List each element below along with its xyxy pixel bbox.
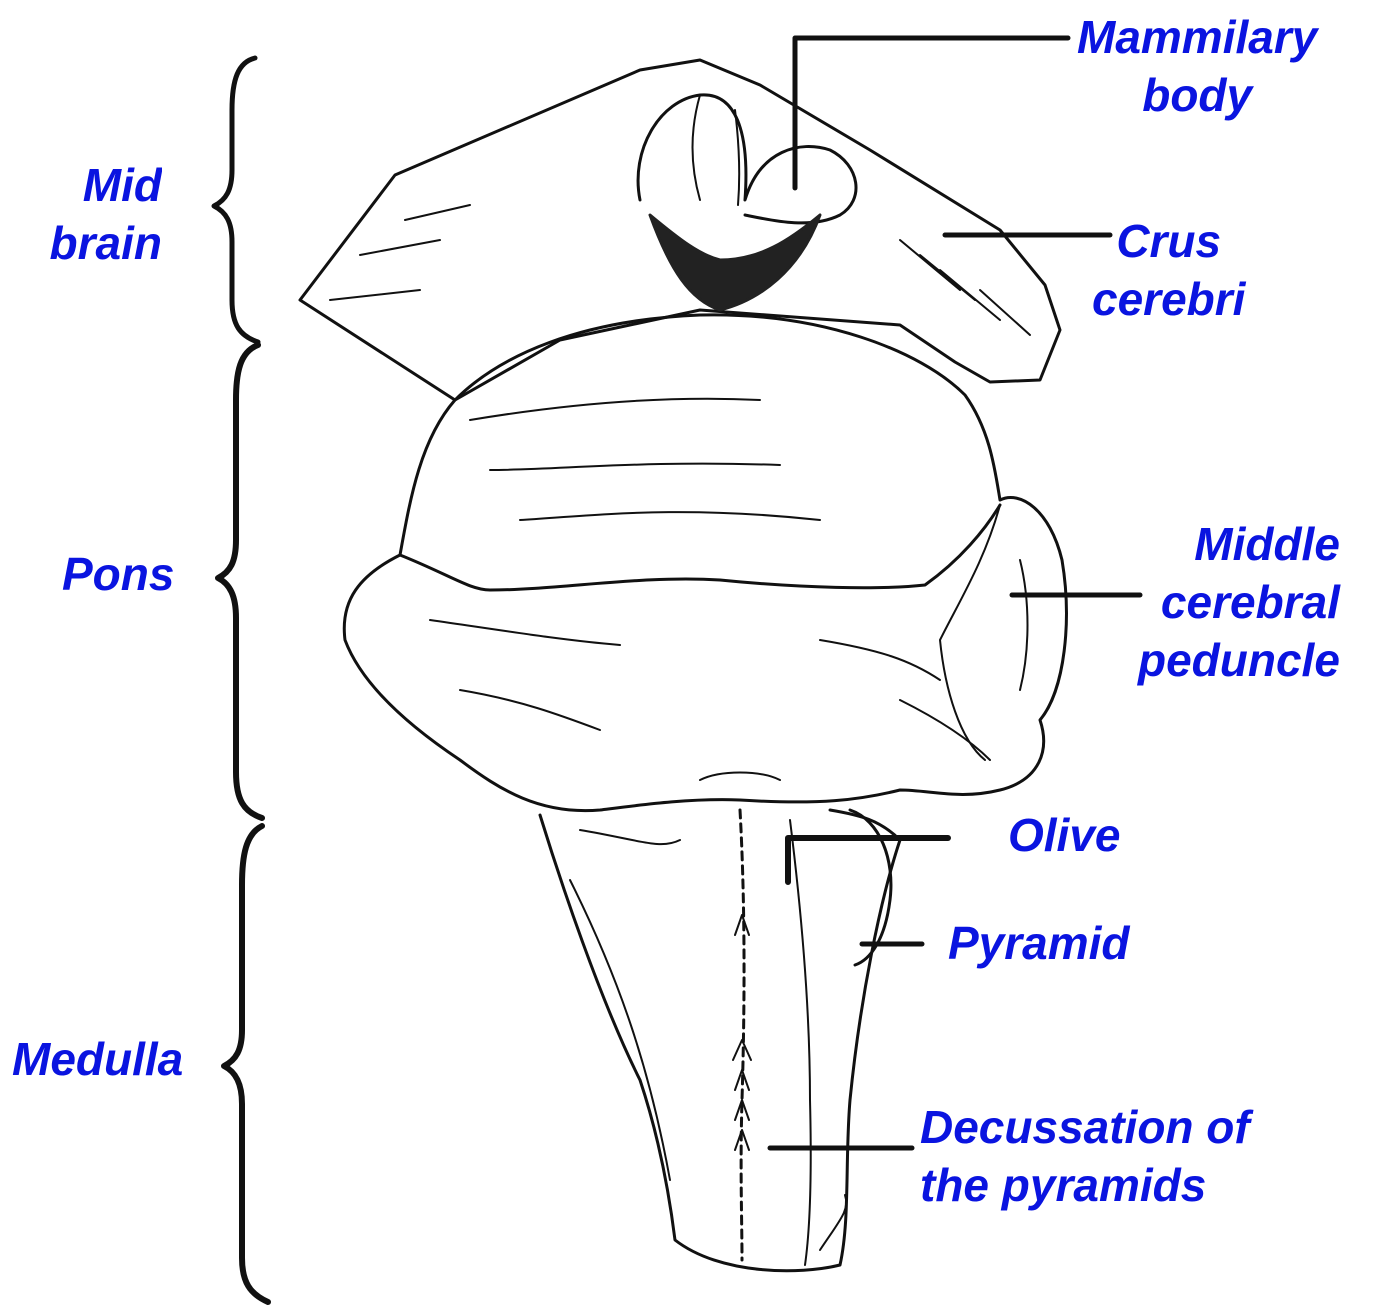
interpeduncular-fossa (650, 215, 820, 310)
label-mammilary-line1: Mammilary (1077, 8, 1317, 66)
label-middle-cerebral-peduncle: Middle cerebral peduncle (1138, 515, 1340, 689)
label-pyramid-text: Pyramid (948, 914, 1130, 972)
medulla-brace (224, 826, 268, 1302)
label-peduncle-line2: cerebral (1138, 573, 1340, 631)
middle-cerebral-peduncle (940, 505, 1028, 760)
label-peduncle-line3: peduncle (1138, 631, 1340, 689)
label-midbrain-line2: brain (34, 214, 162, 272)
pons-outline (344, 315, 1066, 811)
label-pyramid: Pyramid (948, 914, 1130, 972)
label-mammilary-line2: body (1077, 66, 1317, 124)
pons-brace (218, 345, 262, 818)
label-crus-line1: Crus (1092, 212, 1245, 270)
label-crus-line2: cerebri (1092, 270, 1245, 328)
decussation-arrows (733, 915, 751, 1150)
mammilary-leader (795, 38, 1068, 188)
label-decussation: Decussation of the pyramids (920, 1098, 1250, 1214)
mammilary-body-outline (638, 95, 856, 223)
label-olive-text: Olive (1008, 806, 1121, 864)
pyramid-outline (740, 810, 744, 1260)
label-medulla-text: Medulla (12, 1030, 183, 1088)
label-midbrain-line1: Mid (34, 156, 162, 214)
label-medulla: Medulla (12, 1030, 183, 1088)
label-decussation-line2: the pyramids (920, 1156, 1250, 1214)
olive-leader (788, 838, 948, 882)
label-crus-cerebri: Crus cerebri (1092, 212, 1245, 328)
label-decussation-line1: Decussation of (920, 1098, 1250, 1156)
label-mammilary-body: Mammilary body (1077, 8, 1317, 124)
pons-inner-ridge (400, 505, 1000, 590)
label-midbrain: Mid brain (34, 156, 162, 272)
label-peduncle-line1: Middle (1138, 515, 1340, 573)
midbrain-brace (214, 58, 258, 342)
label-pons: Pons (62, 545, 174, 603)
crus-cerebri-outline (300, 60, 1060, 400)
label-pons-text: Pons (62, 545, 174, 603)
label-olive: Olive (1008, 806, 1121, 864)
